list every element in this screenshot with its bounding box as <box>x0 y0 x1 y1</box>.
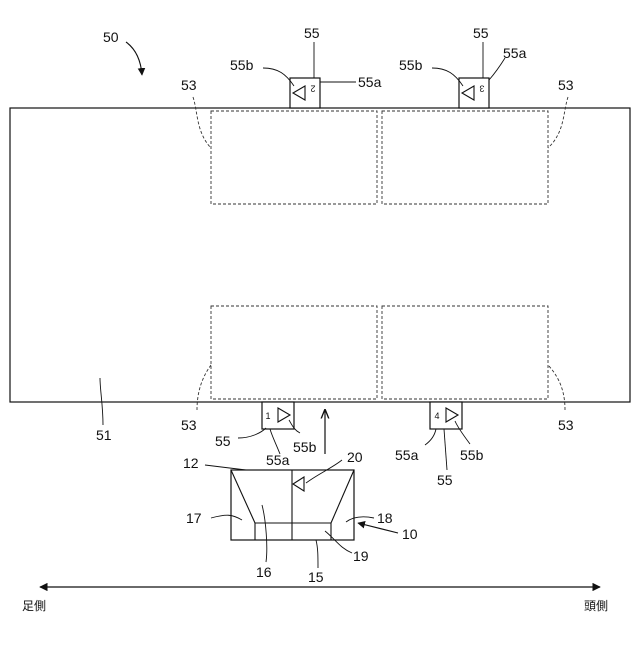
label-55b-top-left: 55b <box>230 57 254 73</box>
dashed-region-top-left <box>211 111 377 204</box>
label-53-top-right: 53 <box>558 77 574 93</box>
label-55-bottom-left: 55 <box>215 433 231 449</box>
label-55b-bottom-right: 55b <box>460 447 484 463</box>
leader-19 <box>325 531 352 553</box>
label-53-bottom-right: 53 <box>558 417 574 433</box>
label-19: 19 <box>353 548 369 564</box>
label-53-bottom-left: 53 <box>181 417 197 433</box>
leader-12 <box>205 465 246 470</box>
dashed-region-bottom-right <box>382 306 548 399</box>
dashed-region-top-right <box>382 111 548 204</box>
label-10: 10 <box>402 526 418 542</box>
leader-18 <box>346 517 374 522</box>
label-50: 50 <box>103 29 119 45</box>
label-head-side: 頭側 <box>584 599 608 613</box>
leader-50 <box>126 42 142 75</box>
label-55-top-right: 55 <box>473 25 489 41</box>
leader-53-tl <box>193 97 211 148</box>
label-12: 12 <box>183 455 199 471</box>
leader-53-bl <box>197 365 211 410</box>
label-51: 51 <box>96 427 112 443</box>
leader-16 <box>262 505 267 562</box>
label-55b-bottom-left: 55b <box>293 439 317 455</box>
label-55a-top-left: 55a <box>358 74 382 90</box>
device-right-slope <box>331 470 354 523</box>
label-16: 16 <box>256 564 272 580</box>
device-left-slope <box>231 470 255 523</box>
leader-20 <box>306 460 342 483</box>
leader-55a-bottom-right <box>425 429 436 445</box>
sensor-number-1: 1 <box>265 411 270 421</box>
label-55b-top-right: 55b <box>399 57 423 73</box>
sensor-number-3: 3 <box>479 84 484 94</box>
label-18: 18 <box>377 510 393 526</box>
leader-15 <box>316 540 318 568</box>
sensor-number-4: 4 <box>434 411 439 421</box>
leader-53-br <box>548 365 565 410</box>
label-55-bottom-right: 55 <box>437 472 453 488</box>
label-20: 20 <box>347 449 363 465</box>
device-triangle-icon <box>293 477 304 491</box>
dashed-region-bottom-left <box>211 306 377 399</box>
leader-55b-top-left <box>263 68 294 86</box>
label-foot-side: 足側 <box>22 599 46 613</box>
table-body-51 <box>10 108 630 402</box>
label-53-top-left: 53 <box>181 77 197 93</box>
label-55a-bottom-right: 55a <box>395 447 419 463</box>
leader-55b-top-right <box>432 68 463 86</box>
leader-55a-top-right <box>489 58 505 80</box>
leader-53-tr <box>548 97 568 148</box>
leader-55-bottom-right <box>444 429 447 470</box>
label-55a-top-right: 55a <box>503 45 527 61</box>
sensor-number-2: 2 <box>310 84 315 94</box>
label-17: 17 <box>186 510 202 526</box>
label-55-top-left: 55 <box>304 25 320 41</box>
leader-17 <box>211 515 242 520</box>
label-15: 15 <box>308 569 324 585</box>
leader-55a-bottom-left <box>270 429 280 454</box>
label-55a-bottom-left: 55a <box>266 452 290 468</box>
